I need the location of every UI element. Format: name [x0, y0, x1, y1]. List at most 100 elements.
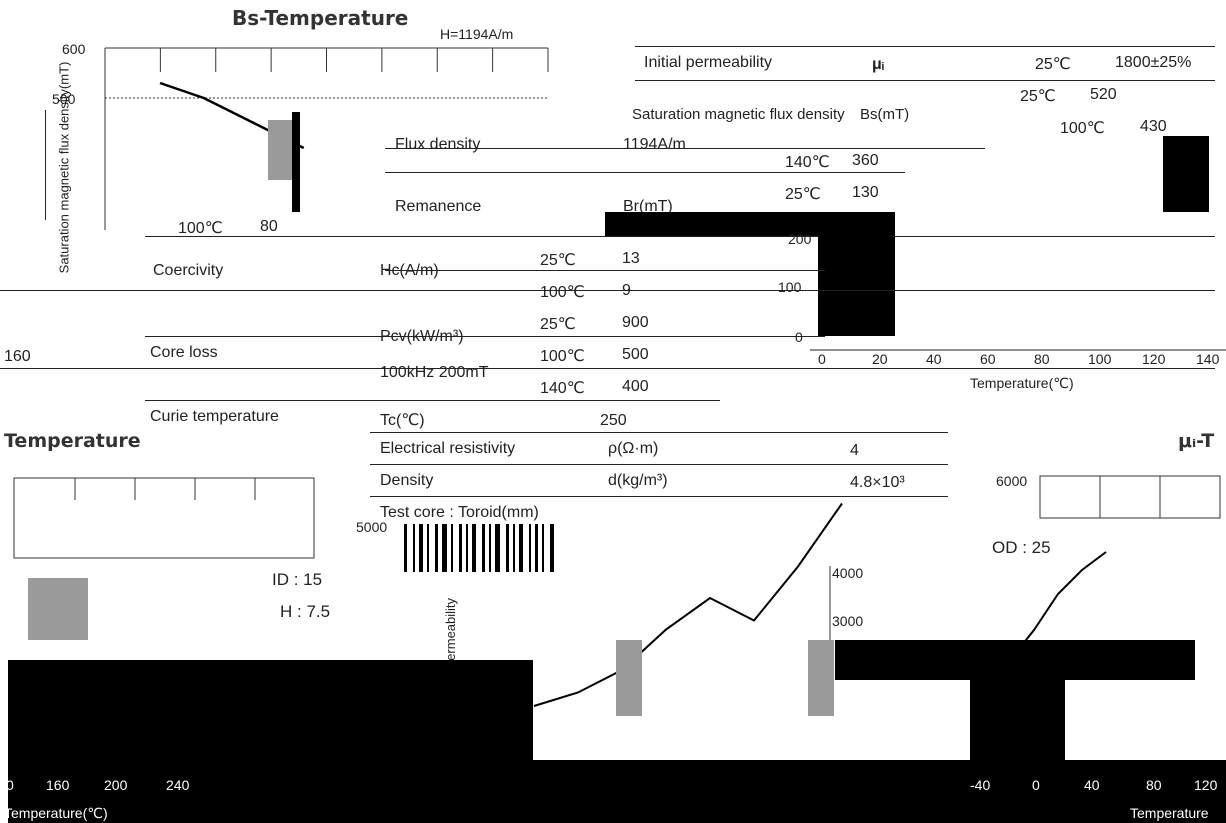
- bl-ytick-5000: 5000: [356, 519, 387, 535]
- prop-value-pcv-100: 500: [622, 346, 649, 363]
- prop-name-resistivity: Electrical resistivity: [380, 440, 516, 457]
- stripe: [506, 524, 509, 572]
- stripe: [529, 524, 531, 572]
- test-core-od: OD : 25: [992, 538, 1051, 557]
- mid-ytick-100: 100: [778, 279, 802, 295]
- test-core-label: Test core : Toroid(mm): [380, 504, 539, 521]
- stripe: [435, 524, 438, 572]
- mid-xtick: 20: [872, 351, 888, 367]
- prop-value-hc-100: 9: [622, 282, 631, 300]
- bs-chart: 600 500: [52, 41, 549, 230]
- stripe: [459, 524, 462, 572]
- stripe: [442, 524, 447, 572]
- prop-cond-140c-pcv: 140℃: [540, 380, 585, 397]
- prop-name-saturation: Saturation magnetic flux density: [632, 106, 845, 123]
- br-ytick-4000: 4000: [832, 565, 863, 581]
- magn-axis-label: Saturation magnetic flux density(mT): [56, 61, 72, 274]
- stripe: [495, 524, 500, 572]
- prop-cond-25c-a: 25℃: [1035, 56, 1071, 73]
- bs-chart-condition: H=1194A/m: [440, 26, 514, 42]
- prop-name-curie: Curie temperature: [150, 408, 279, 425]
- br-xtick-120: 120: [1194, 777, 1218, 793]
- prop-cond-25c-b: 25℃: [1020, 88, 1056, 105]
- prop-symbol-rho: ρ(Ω·m): [608, 440, 659, 457]
- mid-chart: 200 100 0 0 20 40 60 80 100 120 140 Temperature…: [778, 231, 1226, 391]
- prop-cond-100c-pcv: 100℃: [540, 348, 585, 365]
- prop-value-bs-100: 430: [1140, 118, 1167, 135]
- prop-value-rho: 4: [850, 442, 859, 459]
- prop-value-d: 4.8×10³: [850, 474, 905, 491]
- mid-xlabel: Temperature(℃): [970, 375, 1074, 391]
- prop-cond-25c-br: 25℃: [785, 186, 821, 203]
- prop-cond-25c-pcv: 25℃: [540, 316, 576, 333]
- stripe: [472, 524, 476, 572]
- mid-xtick: 100: [1088, 351, 1112, 367]
- bl-xlabel: Temperature(℃): [4, 805, 108, 821]
- bl-xtick-200: 200: [104, 777, 128, 793]
- stripe: [466, 524, 468, 572]
- stripe: [513, 524, 515, 572]
- mid-ytick-200: 200: [788, 231, 812, 247]
- stripe: [404, 524, 407, 572]
- stripe: [451, 524, 453, 572]
- prop-symbol-pcv-cond: 100kHz 200mT: [380, 364, 489, 381]
- test-core-id: ID : 15: [272, 570, 323, 589]
- br-ytick-3000: 3000: [832, 613, 863, 629]
- striped-pattern: [404, 524, 554, 572]
- stripe: [535, 524, 538, 572]
- mid-xtick: 0: [818, 351, 826, 367]
- svg-text:0: 0: [6, 777, 14, 793]
- left-bottom-chart-title: Temperature: [4, 430, 141, 452]
- bs-ytick-500: 500: [52, 91, 76, 107]
- prop-value-bs-25: 520: [1090, 86, 1117, 103]
- prop-symbol-d: d(kg/m³): [608, 472, 668, 489]
- left-bottom-series-line: [533, 502, 843, 707]
- label-flux-density: Flux density: [395, 136, 481, 153]
- prop-value-br-100: 80: [260, 218, 278, 235]
- mid-xtick: 60: [980, 351, 996, 367]
- mid-xtick: 140: [1196, 351, 1220, 367]
- prop-symbol-pcv: Pcv(kW/m³): [380, 328, 464, 345]
- br-xlabel: Temperature: [1130, 805, 1209, 821]
- mid-xtick: 40: [926, 351, 942, 367]
- stripe: [419, 524, 423, 572]
- prop-symbol-bs: Bs(mT): [860, 106, 910, 123]
- stripe: [413, 524, 415, 572]
- prop-symbol-h: 1194A/m: [623, 136, 686, 153]
- stripe: [427, 524, 429, 572]
- prop-name-remanence: Remanence: [395, 198, 482, 215]
- prop-name-density: Density: [380, 472, 434, 489]
- prop-value-tc: 250: [600, 412, 627, 429]
- prop-symbol-mui: μᵢ: [872, 56, 885, 73]
- stripe: [489, 524, 491, 572]
- stripe: [482, 524, 485, 572]
- prop-value-bs-140: 360: [852, 152, 879, 169]
- stripe: [542, 524, 544, 572]
- br-xtick-m40: -40: [970, 777, 990, 793]
- bs-ytick-600: 600: [62, 41, 86, 57]
- test-core-h: H : 7.5: [280, 602, 331, 621]
- prop-symbol-tc: Tc(℃): [380, 412, 425, 429]
- prop-symbol-br: Br(mT): [623, 198, 673, 215]
- right-bottom-chart-title: μᵢ-T: [1178, 430, 1215, 452]
- prop-cond-140c-bs: 140℃: [785, 154, 830, 171]
- prop-cond-100c-hc: 100℃: [540, 284, 585, 301]
- bl-xtick-240: 240: [166, 777, 190, 793]
- prop-value-hc-25: 13: [622, 250, 640, 267]
- br-xtick-40: 40: [1084, 777, 1100, 793]
- br-xtick-80: 80: [1146, 777, 1162, 793]
- prop-value-pcv-140: 400: [622, 378, 649, 395]
- bottom-axis-labels: 0 160 200 240 Temperature(℃) -40 0 40 80…: [4, 777, 1218, 821]
- prop-cond-100c-br: 100℃: [178, 220, 223, 237]
- prop-value-pcv-25: 900: [622, 314, 649, 331]
- left-xtick-160: 160: [4, 348, 31, 365]
- mid-xtick: 80: [1034, 351, 1050, 367]
- mid-ytick-0: 0: [795, 329, 803, 345]
- prop-cond-25c-hc: 25℃: [540, 252, 576, 269]
- prop-value-br-25: 130: [852, 184, 879, 201]
- prop-cond-100c-bs: 100℃: [1060, 120, 1105, 137]
- mid-xtick: 120: [1142, 351, 1166, 367]
- prop-value-initial-permeability: 1800±25%: [1115, 54, 1192, 71]
- prop-name-coercivity: Coercivity: [153, 262, 224, 279]
- prop-name-initial-permeability: Initial permeability: [644, 54, 773, 71]
